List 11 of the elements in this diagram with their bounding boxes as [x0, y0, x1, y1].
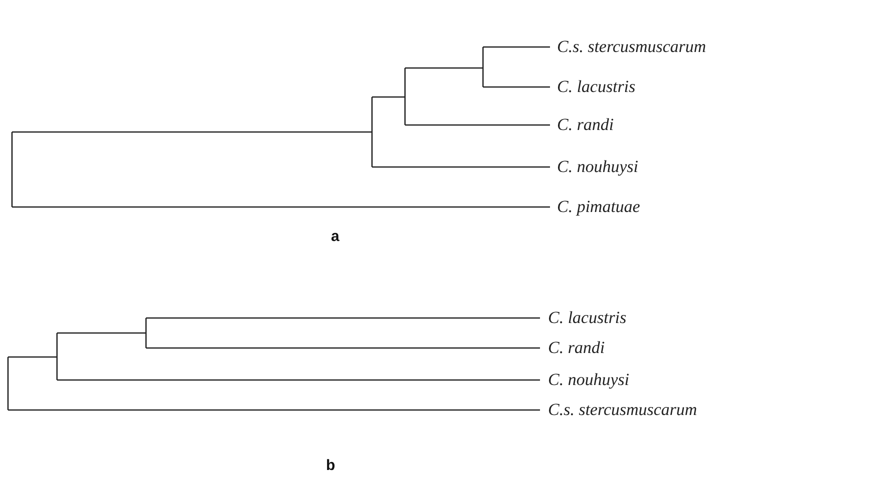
- species-label: C. nouhuysi: [548, 371, 630, 388]
- species-label: C. pimatuae: [557, 198, 640, 215]
- species-label: C. lacustris: [557, 78, 636, 95]
- species-label: C.s. stercusmuscarum: [548, 401, 698, 418]
- species-label: C. randi: [557, 116, 614, 133]
- species-label: C. randi: [548, 339, 605, 356]
- species-label: C. nouhuysi: [557, 158, 638, 175]
- panel-label: a: [331, 229, 340, 244]
- species-label: C.s. stercusmuscarum: [557, 38, 706, 55]
- panel-label: b: [326, 458, 336, 473]
- species-label: C. lacustris: [548, 309, 626, 326]
